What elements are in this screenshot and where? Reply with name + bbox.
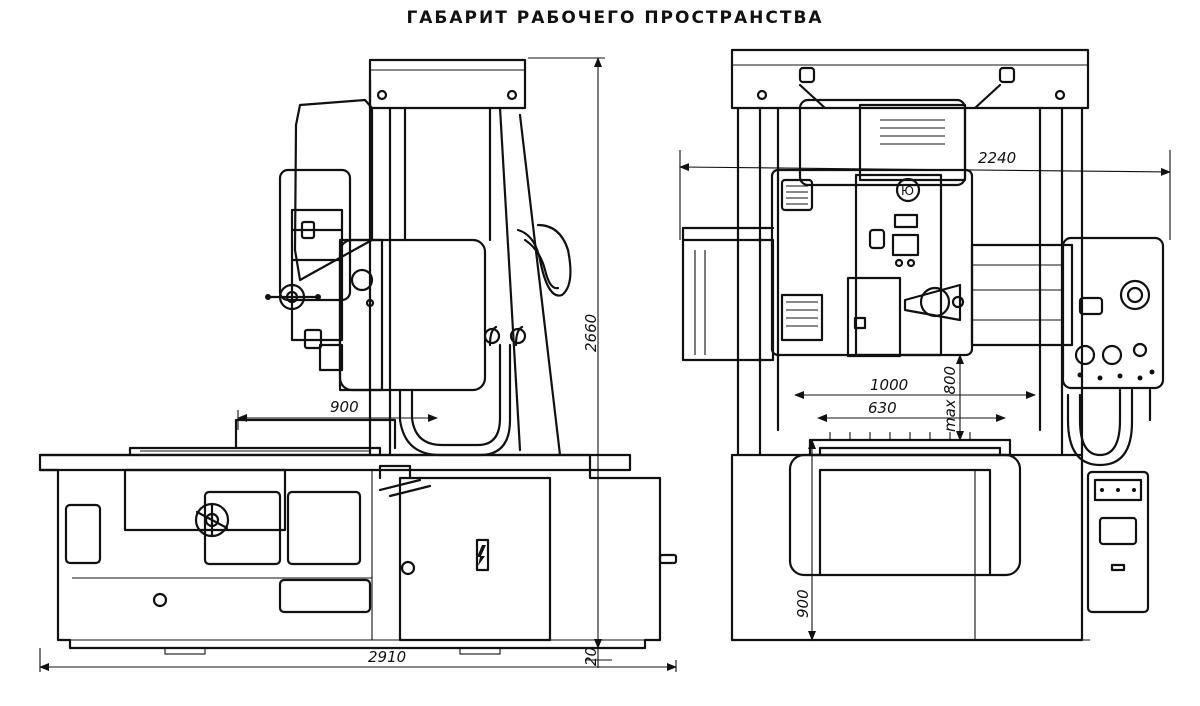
front-view-dimensions: 2240 1000 630 max 800 900 bbox=[679, 149, 1171, 641]
side-view bbox=[38, 58, 678, 655]
dim-max-height: max 800 bbox=[941, 366, 959, 432]
dim-overall-width: 2240 bbox=[978, 149, 1016, 167]
dim-table-height: 900 bbox=[794, 589, 812, 618]
front-view: Ю bbox=[681, 48, 1165, 642]
side-view-dimensions: 2660 20 2910 900 bbox=[39, 57, 677, 672]
dim-travel-left: 900 bbox=[330, 398, 359, 416]
dim-base-offset: 20 bbox=[582, 647, 600, 666]
dim-table-travel: 1000 bbox=[870, 376, 908, 394]
dim-overall-length: 2910 bbox=[368, 648, 406, 666]
page-title: ГАБАРИТ РАБОЧЕГО ПРОСТРАНСТВА bbox=[406, 8, 824, 28]
dim-overall-height: 2660 bbox=[582, 314, 600, 352]
dim-table-width: 630 bbox=[868, 399, 897, 417]
svg-text:Ю: Ю bbox=[901, 184, 914, 198]
